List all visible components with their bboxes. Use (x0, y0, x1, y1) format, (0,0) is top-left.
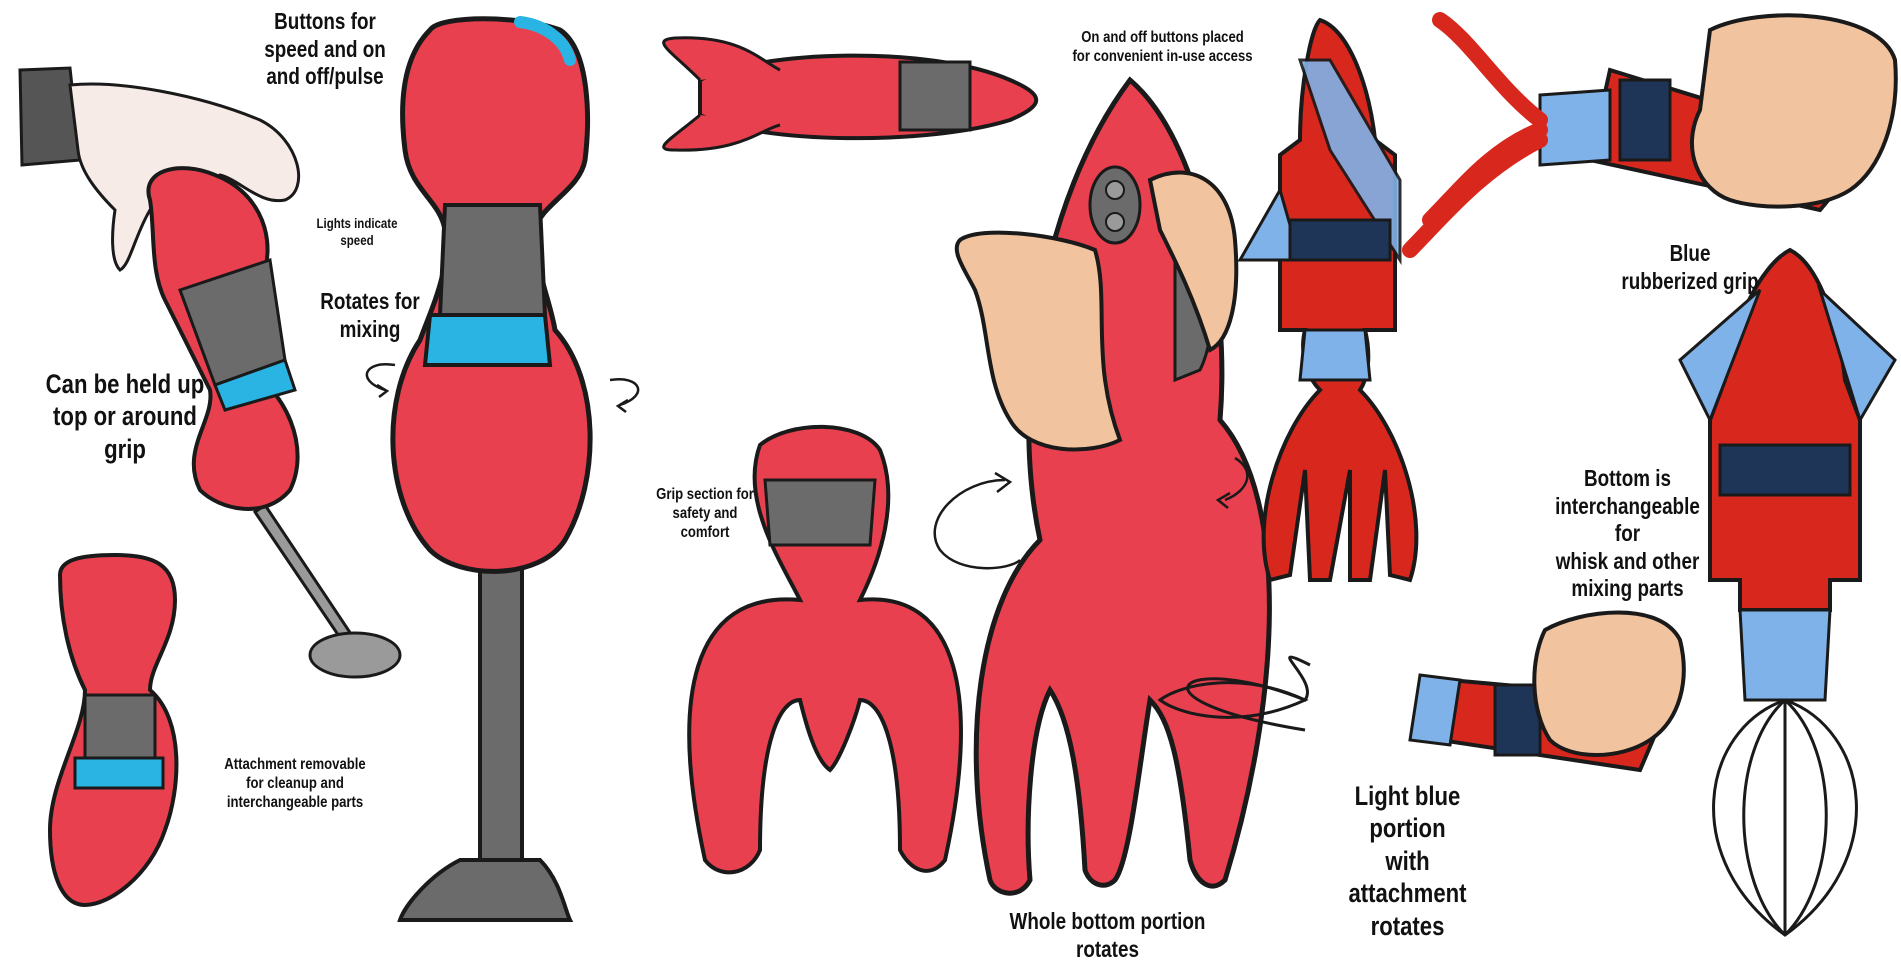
rocket-horizontal-icon (664, 38, 1037, 150)
squid-upright-icon (1240, 20, 1416, 580)
bottom-interchangeable-label: Bottom is interchangeable for whisk and … (1552, 465, 1704, 603)
rotation-arrow-icon (610, 379, 638, 412)
hand-icon (1692, 15, 1896, 206)
light-blue-portion-label: Light blue portion with attachment rotat… (1332, 780, 1484, 942)
rotates-mixing-label: Rotates for mixing (317, 288, 424, 343)
whole-bottom-label: Whole bottom portion rotates (982, 908, 1232, 963)
rotation-arrow-icon (367, 364, 395, 397)
rotation-arrow-icon (935, 473, 1020, 568)
lights-speed-label: Lights indicate speed (312, 215, 402, 249)
squid-whisk-icon (1680, 250, 1895, 700)
onoff-buttons-label: On and off buttons placed for convenient… (1066, 28, 1259, 66)
buttons-speed-label: Buttons for speed and on and off/pulse (259, 8, 390, 91)
grip-section-label: Grip section for safety and comfort (652, 485, 759, 543)
hand-icon (1534, 613, 1683, 756)
held-up-label: Can be held up top or around grip (31, 368, 220, 465)
attachment-removable-label: Attachment removable for cleanup and int… (213, 755, 377, 813)
blender-small-icon (50, 555, 176, 905)
blender-large-icon (393, 19, 590, 920)
blue-grip-label: Blue rubberized grip (1620, 240, 1759, 295)
whisk-icon (1714, 700, 1857, 935)
